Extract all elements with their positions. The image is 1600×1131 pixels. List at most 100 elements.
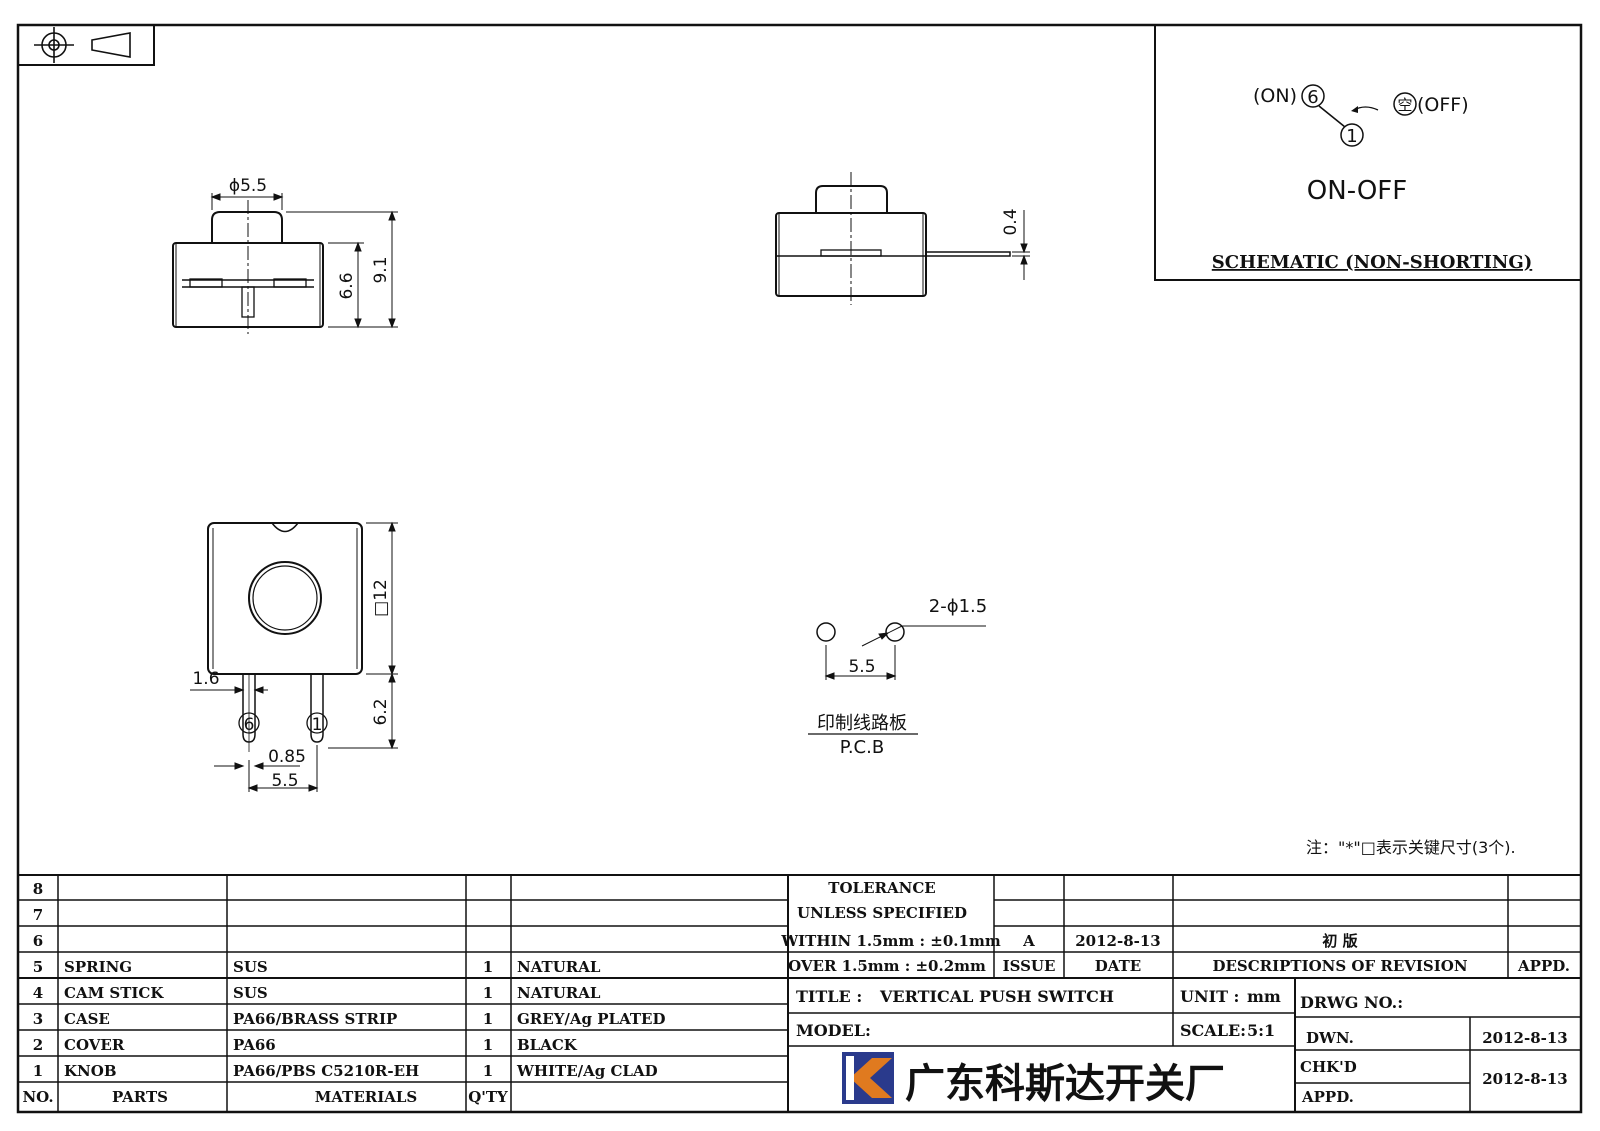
svg-text:3: 3 [33, 1010, 43, 1028]
svg-text:APPD.: APPD. [1301, 1088, 1354, 1106]
svg-text:2012-8-13: 2012-8-13 [1482, 1070, 1568, 1088]
bottom-view [207, 522, 363, 752]
svg-text:UNIT :: UNIT : [1180, 987, 1239, 1006]
dim-pcb-pitch: 5.5 [848, 657, 875, 677]
svg-text:PA66: PA66 [233, 1036, 276, 1054]
svg-text:1: 1 [483, 1010, 493, 1028]
table-row: 2 COVER PA66 1 BLACK [33, 1036, 578, 1054]
svg-text:WITHIN 1.5mm : ±0.1mm: WITHIN 1.5mm : ±0.1mm [780, 932, 1001, 950]
svg-text:2012-8-13: 2012-8-13 [1482, 1029, 1568, 1047]
svg-text:TITLE :: TITLE : [796, 987, 862, 1006]
dim-knob-diameter: ϕ5.5 [229, 176, 267, 196]
svg-text:KNOB: KNOB [64, 1062, 117, 1080]
schematic-caption: SCHEMATIC (NON-SHORTING) [1212, 252, 1532, 273]
dim-pin-pitch: 5.5 [271, 771, 298, 791]
side-view-dimensions [1012, 210, 1030, 280]
bom-table: 8 7 6 5 SPRING SUS 1 NATURAL 4 CAM STICK… [22, 880, 665, 1106]
dim-pin-height: 6.2 [371, 698, 391, 725]
svg-text:ISSUE: ISSUE [1003, 957, 1056, 975]
svg-text:APPD.: APPD. [1517, 957, 1570, 975]
svg-text:WHITE/Ag CLAD: WHITE/Ag CLAD [516, 1062, 658, 1080]
schematic-on-label: (ON) [1253, 85, 1297, 107]
table-row: 4 CAM STICK SUS 1 NATURAL [33, 984, 601, 1002]
svg-text:DRWG NO.:: DRWG NO.: [1300, 993, 1403, 1012]
svg-text:MODEL:: MODEL: [796, 1021, 871, 1040]
key-dimension-note: 注："*"□表示关键尺寸(3个). [1306, 838, 1516, 857]
company-name: 广东科斯达开关厂 [905, 1061, 1225, 1107]
pin-1-label: 1 [312, 715, 323, 735]
svg-text:NATURAL: NATURAL [517, 984, 601, 1002]
pcb-label-en: P.C.B [840, 737, 884, 758]
company-logo-icon [842, 1052, 894, 1104]
pin-6-label: 6 [244, 715, 255, 735]
svg-text:5:1: 5:1 [1247, 1021, 1275, 1040]
svg-text:4: 4 [33, 984, 43, 1002]
terminal-empty-label: 空 [1397, 96, 1412, 114]
svg-text:5: 5 [33, 958, 43, 976]
terminal-1-label: 1 [1346, 126, 1357, 147]
svg-text:A: A [1022, 932, 1035, 950]
svg-text:SUS: SUS [233, 984, 268, 1002]
table-row: 8 [33, 880, 43, 898]
svg-text:PA66/BRASS STRIP: PA66/BRASS STRIP [233, 1010, 397, 1028]
svg-text:NO.: NO. [22, 1088, 53, 1106]
svg-text:6: 6 [33, 932, 43, 950]
svg-text:COVER: COVER [64, 1036, 125, 1054]
title-block: TITLE : VERTICAL PUSH SWITCH UNIT : mm D… [796, 987, 1568, 1106]
svg-text:DATE: DATE [1095, 957, 1141, 975]
dim-pin-width: 1.6 [192, 669, 219, 689]
table-row: 6 [33, 932, 43, 950]
svg-text:7: 7 [33, 906, 43, 924]
svg-text:GREY/Ag PLATED: GREY/Ag PLATED [517, 1010, 666, 1028]
drawing-border [16, 23, 1583, 1114]
svg-text:SCALE:: SCALE: [1180, 1021, 1246, 1040]
pcb-footprint [808, 622, 986, 735]
svg-text:SPRING: SPRING [64, 958, 132, 976]
svg-text:1: 1 [33, 1062, 43, 1080]
bottom-view-dimensions [190, 521, 398, 792]
table-header-row: NO. PARTS MATERIALS Q'TY [22, 1088, 508, 1106]
svg-text:OVER 1.5mm : ±0.2mm: OVER 1.5mm : ±0.2mm [788, 957, 986, 975]
svg-text:Q'TY: Q'TY [468, 1088, 508, 1106]
schematic-function: ON-OFF [1307, 176, 1407, 206]
svg-text:8: 8 [33, 880, 43, 898]
tolerance-block: TOLERANCE UNLESS SPECIFIED WITHIN 1.5mm … [780, 879, 1001, 975]
svg-text:1: 1 [483, 1036, 493, 1054]
svg-text:NATURAL: NATURAL [517, 958, 601, 976]
schematic-box: (ON) 6 1 空 (OFF) ON-OFF SCHEMATIC (NON-S… [1154, 24, 1582, 281]
table-row: 3 CASE PA66/BRASS STRIP 1 GREY/Ag PLATED [33, 1010, 666, 1028]
table-row: 7 [33, 906, 43, 924]
svg-text:VERTICAL PUSH SWITCH: VERTICAL PUSH SWITCH [879, 987, 1114, 1006]
svg-text:BLACK: BLACK [517, 1036, 578, 1054]
svg-text:mm: mm [1247, 987, 1281, 1006]
svg-text:1: 1 [483, 1062, 493, 1080]
svg-text:TOLERANCE: TOLERANCE [828, 879, 935, 897]
svg-text:2012-8-13: 2012-8-13 [1075, 932, 1161, 950]
dim-terminal-thickness: 0.4 [1001, 208, 1021, 235]
svg-text:1: 1 [483, 984, 493, 1002]
svg-text:DESCRIPTIONS OF REVISION: DESCRIPTIONS OF REVISION [1212, 957, 1467, 975]
svg-text:初 版: 初 版 [1322, 932, 1357, 950]
svg-text:CASE: CASE [64, 1010, 110, 1028]
dim-total-height: 9.1 [371, 256, 391, 283]
revision-block: A 2012-8-13 初 版 ISSUE DATE DESCRIPTIONS … [1003, 932, 1570, 975]
svg-text:DWN.: DWN. [1306, 1029, 1354, 1047]
pcb-label-cn: 印制线路板 [817, 713, 907, 734]
dim-body-height: 6.6 [337, 272, 357, 299]
svg-text:CAM STICK: CAM STICK [64, 984, 164, 1002]
svg-text:PA66/PBS C5210R-EH: PA66/PBS C5210R-EH [233, 1062, 419, 1080]
svg-text:UNLESS SPECIFIED: UNLESS SPECIFIED [797, 904, 967, 922]
switch-contact-line [1318, 105, 1346, 128]
table-row: 5 SPRING SUS 1 NATURAL [33, 958, 601, 976]
projection-symbol-icon [17, 24, 155, 66]
front-view [172, 200, 324, 334]
svg-text:MATERIALS: MATERIALS [315, 1088, 418, 1106]
side-view [775, 172, 1011, 305]
dim-pcb-holes: 2-ϕ1.5 [929, 596, 987, 617]
svg-text:CHK'D: CHK'D [1300, 1058, 1357, 1076]
schematic-off-label: (OFF) [1417, 94, 1469, 116]
svg-text:PARTS: PARTS [112, 1088, 168, 1106]
dim-pin-thickness: 0.85 [268, 747, 306, 767]
terminal-6-label: 6 [1307, 87, 1318, 108]
